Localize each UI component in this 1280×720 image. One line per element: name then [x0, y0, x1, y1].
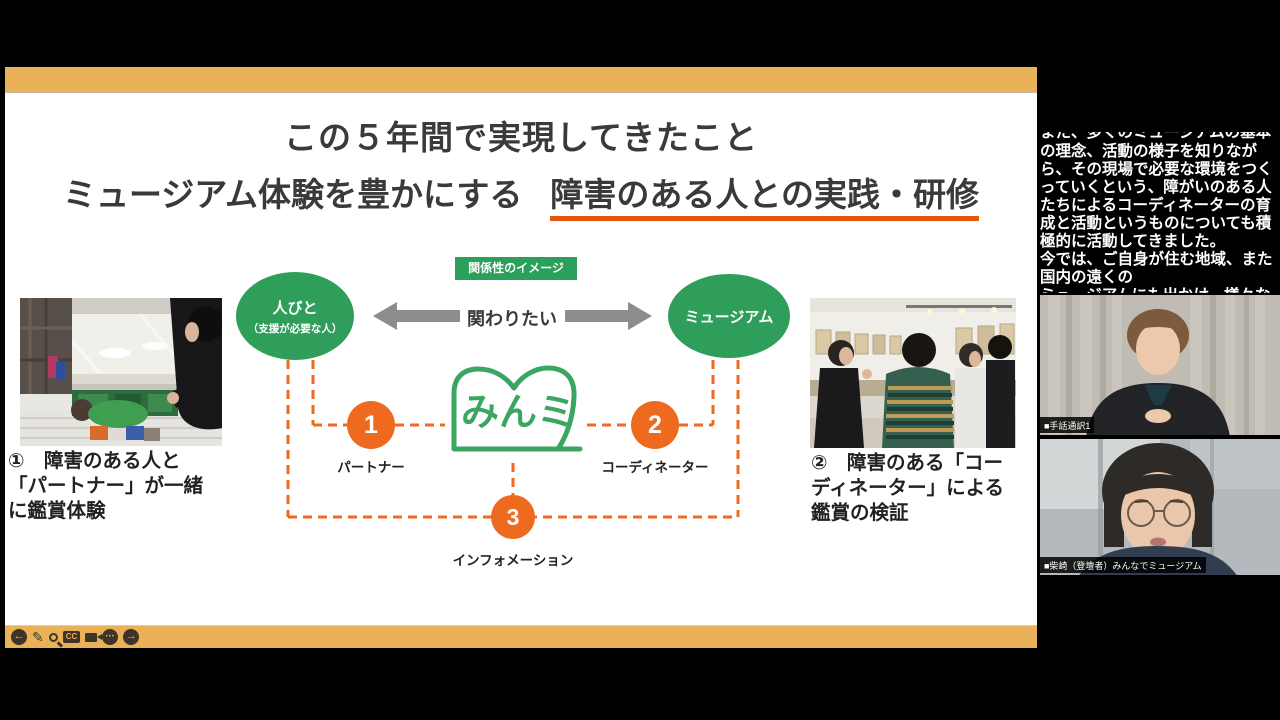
- caption-partial-top: また、多くのミュージアムの基本: [1040, 132, 1272, 141]
- forward-button[interactable]: →: [123, 629, 140, 645]
- pencil-icon[interactable]: ✎: [32, 629, 44, 645]
- slide-title-line2-prefix: ミュージアム体験を豊かにする: [62, 176, 523, 213]
- caption-partial-bottom: ミュージアムにも出かけ、様々な: [1040, 287, 1280, 293]
- slide-title-line2: ミュージアム体験を豊かにする障害のある人との実践・研修: [5, 168, 1037, 221]
- participant-name-label: ■柴崎（登壇者）みんなでミュージアム: [1040, 557, 1206, 573]
- museum-node-label: ミュージアム: [684, 308, 774, 326]
- right-photo-caption: ② 障害のある「コー ディネーター」による 鑑賞の検証: [811, 451, 1004, 526]
- node-1-circle: 1: [347, 401, 395, 449]
- slide-title: この５年間で実現してきたこと ミュージアム体験を豊かにする障害のある人との実践・…: [5, 111, 1037, 221]
- caption-line: っていくという、障がいのある人: [1040, 179, 1272, 196]
- node-3-circle: 3: [491, 495, 535, 539]
- more-options-button[interactable]: •••: [102, 629, 119, 645]
- relationship-image-badge: 関係性のイメージ: [455, 257, 577, 280]
- search-icon[interactable]: [48, 632, 58, 642]
- presentation-slide: この５年間で実現してきたこと ミュージアム体験を豊かにする障害のある人との実践・…: [5, 67, 1037, 648]
- left-caption-line2: 「パートナー」が一緒: [8, 475, 204, 497]
- caption-line: たちによるコーディネーターの育: [1040, 197, 1271, 214]
- left-photo-caption: ① 障害のある人と 「パートナー」が一緒 に鑑賞体験: [8, 449, 203, 524]
- slide-title-line1: この５年間で実現してきたこと: [283, 119, 759, 156]
- presentation-toolbar: ← ✎ CC ••• →: [5, 625, 1037, 648]
- caption-line: 国内の遠くの: [1040, 269, 1134, 286]
- right-caption-line2: ディネーター」による: [811, 477, 1005, 499]
- caption-line: 極的に活動してきました。: [1040, 233, 1226, 250]
- caption-line: ら、その現場で必要な環境をつく: [1040, 161, 1273, 178]
- museum-node: ミュージアム: [668, 274, 790, 358]
- people-node-sublabel: （支援が必要な人）: [247, 322, 343, 335]
- slide-frame-top: [5, 67, 1037, 93]
- live-caption-panel: また、多くのミュージアムの基本 の理念、活動の様子を知りなが ら、その現場で必要…: [1040, 132, 1280, 293]
- photo-viewing-experience: [20, 298, 222, 446]
- double-arrow-icon: [373, 302, 652, 330]
- video-tile-interpreter[interactable]: ■手話通訳1: [1040, 293, 1280, 435]
- video-tile-speaker[interactable]: ■柴崎（登壇者）みんなでミュージアム: [1040, 437, 1280, 575]
- speaker-video-frame: [1040, 439, 1280, 575]
- caption-line: 今では、ご自身が住む地域、また: [1040, 251, 1273, 268]
- caption-line: 成と活動というものについても積: [1040, 215, 1272, 232]
- right-caption-line1: ② 障害のある「コー: [811, 452, 1004, 474]
- closed-caption-icon[interactable]: CC: [62, 631, 81, 643]
- node-3-label: インフォメーション: [452, 553, 574, 568]
- node-1-label: パートナー: [337, 460, 405, 475]
- people-node-label: 人びと: [272, 299, 318, 317]
- node-2-label: コーディネーター: [601, 460, 709, 475]
- minmi-logo: みんミ: [451, 365, 583, 452]
- people-node: 人びと （支援が必要な人）: [236, 272, 354, 360]
- left-caption-line3: に鑑賞体験: [8, 500, 106, 522]
- left-caption-line1: ① 障害のある人と: [8, 450, 181, 472]
- caption-line: の理念、活動の様子を知りなが: [1040, 143, 1258, 160]
- relation-label: 関わりたい: [467, 309, 557, 329]
- back-button[interactable]: ←: [11, 629, 27, 645]
- slide-body: この５年間で実現してきたこと ミュージアム体験を豊かにする障害のある人との実践・…: [5, 93, 1037, 625]
- photo-gallery-verification: [810, 298, 1016, 448]
- slide-title-line2-underlined: 障害のある人との実践・研修: [550, 176, 980, 221]
- right-caption-line3: 鑑賞の検証: [811, 502, 909, 524]
- interpreter-video-frame: [1040, 295, 1280, 435]
- camera-icon[interactable]: [85, 632, 98, 642]
- minmi-logo-text: みんミ: [461, 392, 575, 434]
- node-2-circle: 2: [631, 401, 679, 449]
- participant-name-label: ■手話通訳1: [1040, 417, 1095, 433]
